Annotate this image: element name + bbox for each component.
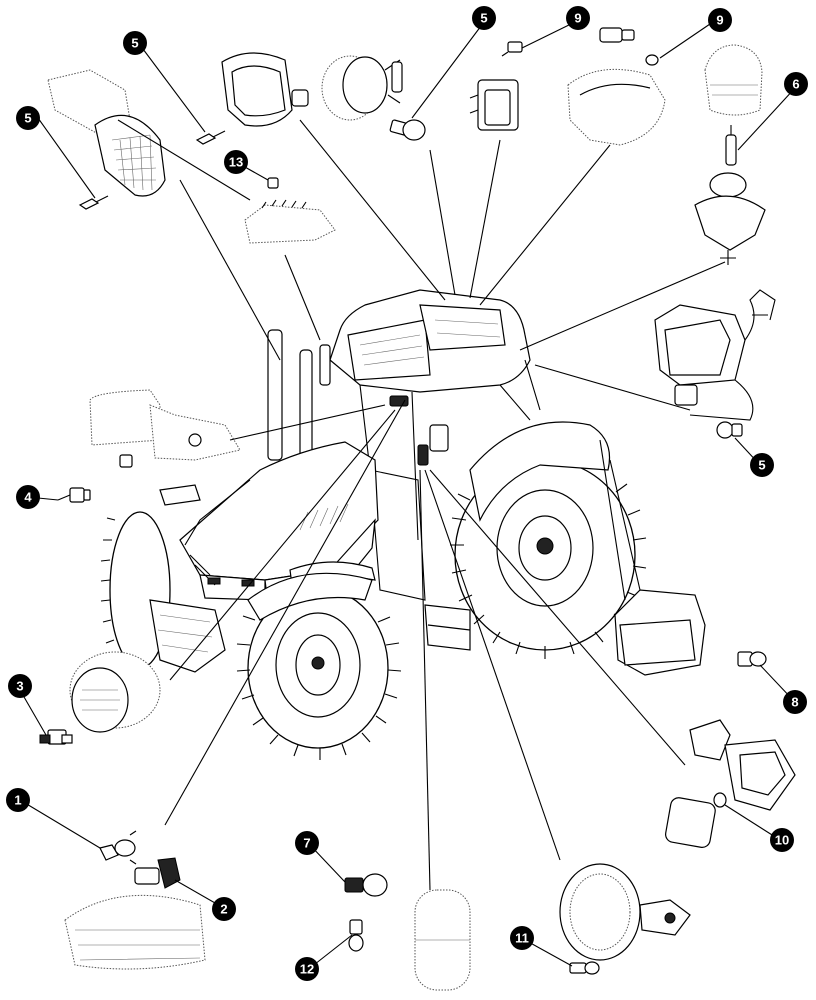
callout-9-left: 9 [566,6,590,30]
callout-7: 7 [295,831,319,855]
small-wedge-bulb-b [195,130,226,145]
halogen-bulb-h3 [134,857,181,889]
side-work-light-left [89,389,241,468]
tail-bulb-7 [344,873,388,897]
callout-5-top-left: 5 [16,106,40,130]
callout-1: 1 [6,788,30,812]
fender-work-light [614,589,706,676]
wedge-bulb-9a [501,41,523,57]
svg-text:5: 5 [131,36,138,51]
svg-text:6: 6 [792,77,799,92]
front-grille-lamp [64,894,206,970]
svg-text:9: 9 [574,11,581,26]
rear-tail-lamp [414,889,471,991]
roof-marker-lamp [244,177,336,244]
callout-12: 12 [295,957,319,981]
callout-4: 4 [16,485,40,509]
halogen-headlight-bulb [99,830,137,865]
cab-steps [424,604,471,651]
svg-text:8: 8 [791,695,798,710]
svg-text:10: 10 [775,833,789,848]
small-wedge-bulb-a [78,195,109,210]
callout-2: 2 [212,897,236,921]
callout-10: 10 [770,828,794,852]
callout-5-upper-left: 5 [123,31,147,55]
svg-text:2: 2 [220,902,227,917]
svg-text:3: 3 [16,679,23,694]
roof-work-light-rect [221,52,309,127]
round-work-lamp-rear [559,863,691,961]
tractor-illustration [100,289,647,760]
callout-5-top-center: 5 [472,6,496,30]
callout-3: 3 [8,674,32,698]
svg-text:5: 5 [24,111,31,126]
small-bulb-12 [348,919,364,952]
front-round-lamp [69,651,161,733]
svg-text:13: 13 [229,155,243,170]
svg-text:9: 9 [716,13,723,28]
side-marker-lamp [665,719,796,848]
roof-work-light-round [321,55,403,121]
callout-8: 8 [783,690,807,714]
front-right-wheel [236,572,402,760]
svg-text:1: 1 [14,793,21,808]
festoon-bulb-top [389,119,426,141]
svg-text:12: 12 [300,962,314,977]
rear-right-wheel [450,459,647,659]
bulb-11 [569,961,600,975]
wedge-bulb-9b [599,27,659,66]
callout-5-right: 5 [750,453,774,477]
front-hitch [149,599,226,673]
callout-11: 11 [510,926,534,950]
bulb-5-right [716,421,743,439]
roof-switch-block [469,79,519,131]
cab-work-light-right [654,289,776,421]
callout-9-right: 9 [708,8,732,32]
cab [267,289,541,601]
svg-text:5: 5 [480,11,487,26]
svg-text:4: 4 [24,490,32,505]
svg-text:7: 7 [303,836,310,851]
rear-fender [469,421,611,522]
bulb-8 [737,651,767,667]
svg-text:11: 11 [515,931,529,946]
light-switch [39,729,73,745]
callout-6: 6 [784,72,808,96]
flasher-bulb-plug [57,487,91,503]
leader-lines [19,21,796,969]
dome-light-lens [567,68,666,146]
rotating-beacon [694,44,766,265]
svg-text:5: 5 [758,458,765,473]
callouts: 5 5 5 9 9 6 13 4 5 3 8 1 10 7 2 11 12 [6,6,808,981]
front-work-light-left [47,69,166,197]
callout-13: 13 [224,150,248,174]
